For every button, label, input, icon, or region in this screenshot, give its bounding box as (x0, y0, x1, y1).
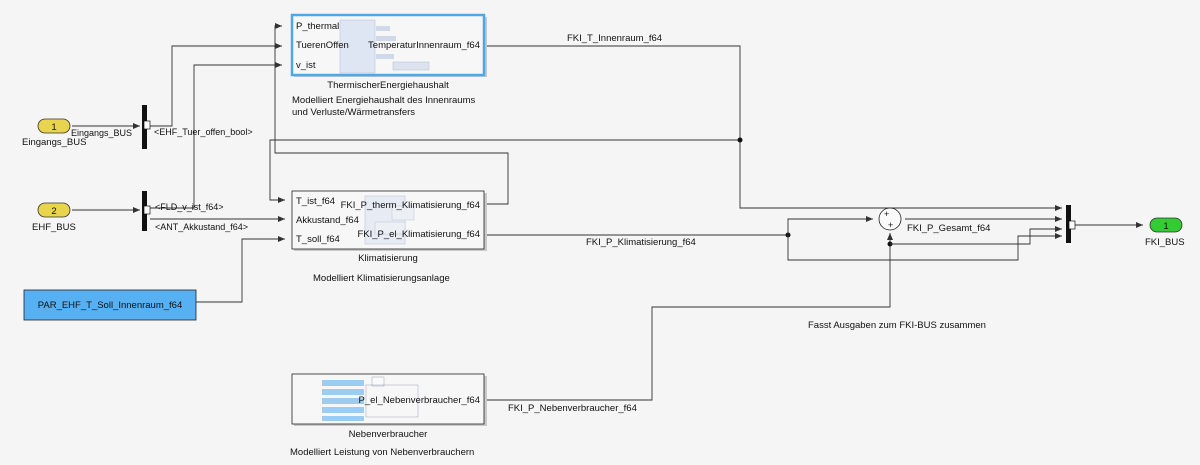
wire-p-klima-to-bus[interactable] (787, 233, 1062, 261)
thermal-block-name: ThermischerEnergiehaushalt (327, 80, 449, 91)
sum-block[interactable]: + + (878, 207, 902, 231)
klima-preview-icon (364, 195, 415, 245)
annotation-fki-bus: Fasst Ausgaben zum FKI-BUS zusammen (808, 320, 986, 331)
klima-input-akkustand: Akkustand_f64 (296, 215, 359, 226)
inport-1[interactable]: 1 Eingangs_BUS (22, 118, 86, 148)
inport-1-number: 1 (51, 122, 56, 133)
wire-v-ist[interactable] (150, 62, 282, 209)
outport-1-number: 1 (1163, 221, 1168, 232)
signal-label-p-klima: FKI_P_Klimatisierung_f64 (586, 237, 696, 248)
thermal-input-v-ist: v_ist (296, 60, 316, 71)
klima-input-t-ist: T_ist_f64 (296, 196, 335, 207)
klima-block-name: Klimatisierung (358, 253, 418, 264)
inport-1-name: Eingangs_BUS (22, 137, 86, 148)
inport-2[interactable]: 2 EHF_BUS (32, 202, 76, 233)
thermal-output-temperatur: TemperaturInnenraum_f64 (368, 40, 480, 51)
thermal-input-p-thermal: P_thermal (296, 21, 339, 32)
signal-label-t-innenraum: FKI_T_Innenraum_f64 (567, 33, 662, 44)
wire-tueren-offen[interactable] (150, 43, 282, 127)
wire-t-soll[interactable] (194, 236, 285, 303)
neben-block-name: Nebenverbraucher (349, 429, 428, 440)
bus-creator[interactable] (1066, 205, 1076, 243)
selector-1-input-label: Eingangs_BUS (71, 128, 132, 138)
klima-output-p-therm: FKI_P_therm_Klimatisierung_f64 (341, 200, 480, 211)
outport-1-name: FKI_BUS (1145, 237, 1185, 248)
bus-selector-1[interactable]: Eingangs_BUS <EHF_Tuer_offen_bool> (71, 105, 253, 149)
neben-description: Modelliert Leistung von Nebenverbraucher… (290, 447, 474, 458)
klima-output-p-el: FKI_P_el_Klimatisierung_f64 (357, 229, 480, 240)
bus-selector-2[interactable]: <FLD_v_ist_f64> <ANT_Akkustand_f64> (142, 191, 248, 232)
sum-sign-1: + (884, 209, 889, 219)
subsystem-klimatisierung[interactable]: T_ist_f64 Akkustand_f64 T_soll_f64 FKI_P… (291, 190, 487, 284)
thermal-description-line-2: und Verluste/Wärmetransfers (292, 107, 415, 118)
signal-label-p-neben: FKI_P_Nebenverbraucher_f64 (508, 403, 637, 414)
thermal-description-line-1: Modelliert Energiehaushalt des Innenraum… (292, 95, 475, 106)
selector-1-output-label: <EHF_Tuer_offen_bool> (154, 127, 253, 137)
thermal-preview-icon (339, 19, 430, 74)
thermal-input-tueren-offen: TuerenOffen (296, 40, 349, 51)
wire-p-neben-to-bus[interactable] (890, 226, 1062, 245)
wire-p-thermal-feedback[interactable] (274, 23, 509, 205)
wire-t-innenraum[interactable] (486, 45, 1062, 211)
sum-sign-2: + (888, 220, 893, 230)
constant-label: PAR_EHF_T_Soll_Innenraum_f64 (38, 300, 183, 311)
constant-block[interactable]: PAR_EHF_T_Soll_Innenraum_f64 (23, 289, 197, 321)
inport-2-number: 2 (51, 206, 56, 217)
wire-sum-in1[interactable] (787, 216, 873, 235)
klima-input-t-soll: T_soll_f64 (296, 234, 340, 245)
selector-2-vist-label: <FLD_v_ist_f64> (155, 202, 224, 212)
neben-output: P_el_Nebenverbraucher_f64 (359, 395, 480, 406)
klima-description: Modelliert Klimatisierungsanlage (313, 273, 450, 284)
signal-label-p-gesamt: FKI_P_Gesamt_f64 (907, 223, 990, 234)
inport-2-name: EHF_BUS (32, 222, 76, 233)
neben-preview-icon (322, 376, 419, 421)
wire-t-ist-branch[interactable] (269, 139, 740, 203)
wire-p-neben[interactable] (486, 233, 893, 401)
signal-lines (72, 23, 1143, 401)
outport-1[interactable]: 1 FKI_BUS (1145, 217, 1185, 248)
subsystem-nebenverbraucher[interactable]: P_el_Nebenverbraucher_f64 Nebenverbrauch… (290, 373, 487, 458)
selector-2-akku-label: <ANT_Akkustand_f64> (155, 222, 248, 232)
subsystem-thermischer-energiehaushalt[interactable]: P_thermal TuerenOffen v_ist TemperaturIn… (290, 13, 487, 118)
